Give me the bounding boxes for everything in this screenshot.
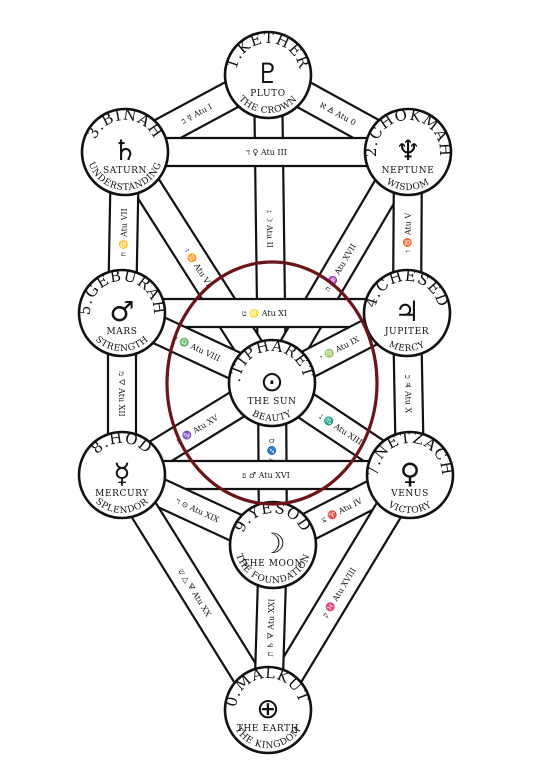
planet-name: THE EARTH [237, 724, 299, 734]
path-label: ת ♄ 🜃 Atu XXI [266, 599, 277, 657]
path-label: ח ♋ Atu VII [118, 208, 129, 257]
path-label: מ 🜄 Atu XII [117, 371, 126, 416]
planet-name: VENUS [390, 489, 429, 499]
planet-symbol-icon: ♀ [400, 457, 421, 490]
planet-symbol-icon: ♃ [394, 295, 419, 328]
planet-name: MERCURY [95, 489, 149, 499]
planet-name: PLUTO [250, 89, 286, 99]
planet-symbol-icon: ♂ [109, 295, 134, 328]
sephira-circle [365, 430, 455, 520]
path-label: ו ♉ Atu V [402, 213, 412, 253]
path-label: כ ♃ Atu X [403, 375, 413, 414]
path-label: ד ♀ Atu III [246, 148, 287, 157]
planet-name: NEPTUNE [382, 166, 435, 176]
planet-name: MARS [106, 327, 137, 337]
sephira-circle [223, 30, 313, 120]
planet-symbol-icon: ⊙ [260, 365, 283, 398]
sephira-circle [228, 500, 318, 590]
path-label: פ ♂ Atu XVI [242, 471, 290, 480]
planet-symbol-icon: ☽ [260, 527, 285, 560]
sephira-circle [223, 665, 313, 755]
planet-symbol-icon: ⊕ [256, 692, 279, 725]
planet-symbol-icon: ♇ [255, 57, 280, 90]
sephira-title: WISDOM [385, 177, 432, 193]
sephira-circle [227, 338, 317, 428]
sephira-circle [77, 430, 167, 520]
planet-name: THE SUN [247, 397, 296, 407]
path-label: ט ♌ Atu XI [242, 308, 287, 318]
planet-symbol-icon: ♄ [112, 134, 137, 167]
sephira-circle [362, 268, 452, 358]
planet-name: JUPITER [384, 327, 429, 337]
path-label: ג ☽ Atu II [265, 210, 274, 248]
sephira-title: BEAUTY [250, 409, 294, 424]
sephira-circle [363, 107, 453, 197]
sephira-circle [80, 107, 170, 197]
planet-symbol-icon: ☿ [113, 457, 130, 490]
sephira-title: MERCY [387, 340, 427, 354]
highlight-circle [165, 260, 379, 506]
planet-name: SATURN [103, 166, 147, 176]
sephira-circle [77, 268, 167, 358]
planet-symbol-icon: ♆ [395, 134, 420, 167]
planet-name: THE MOON [243, 559, 303, 569]
